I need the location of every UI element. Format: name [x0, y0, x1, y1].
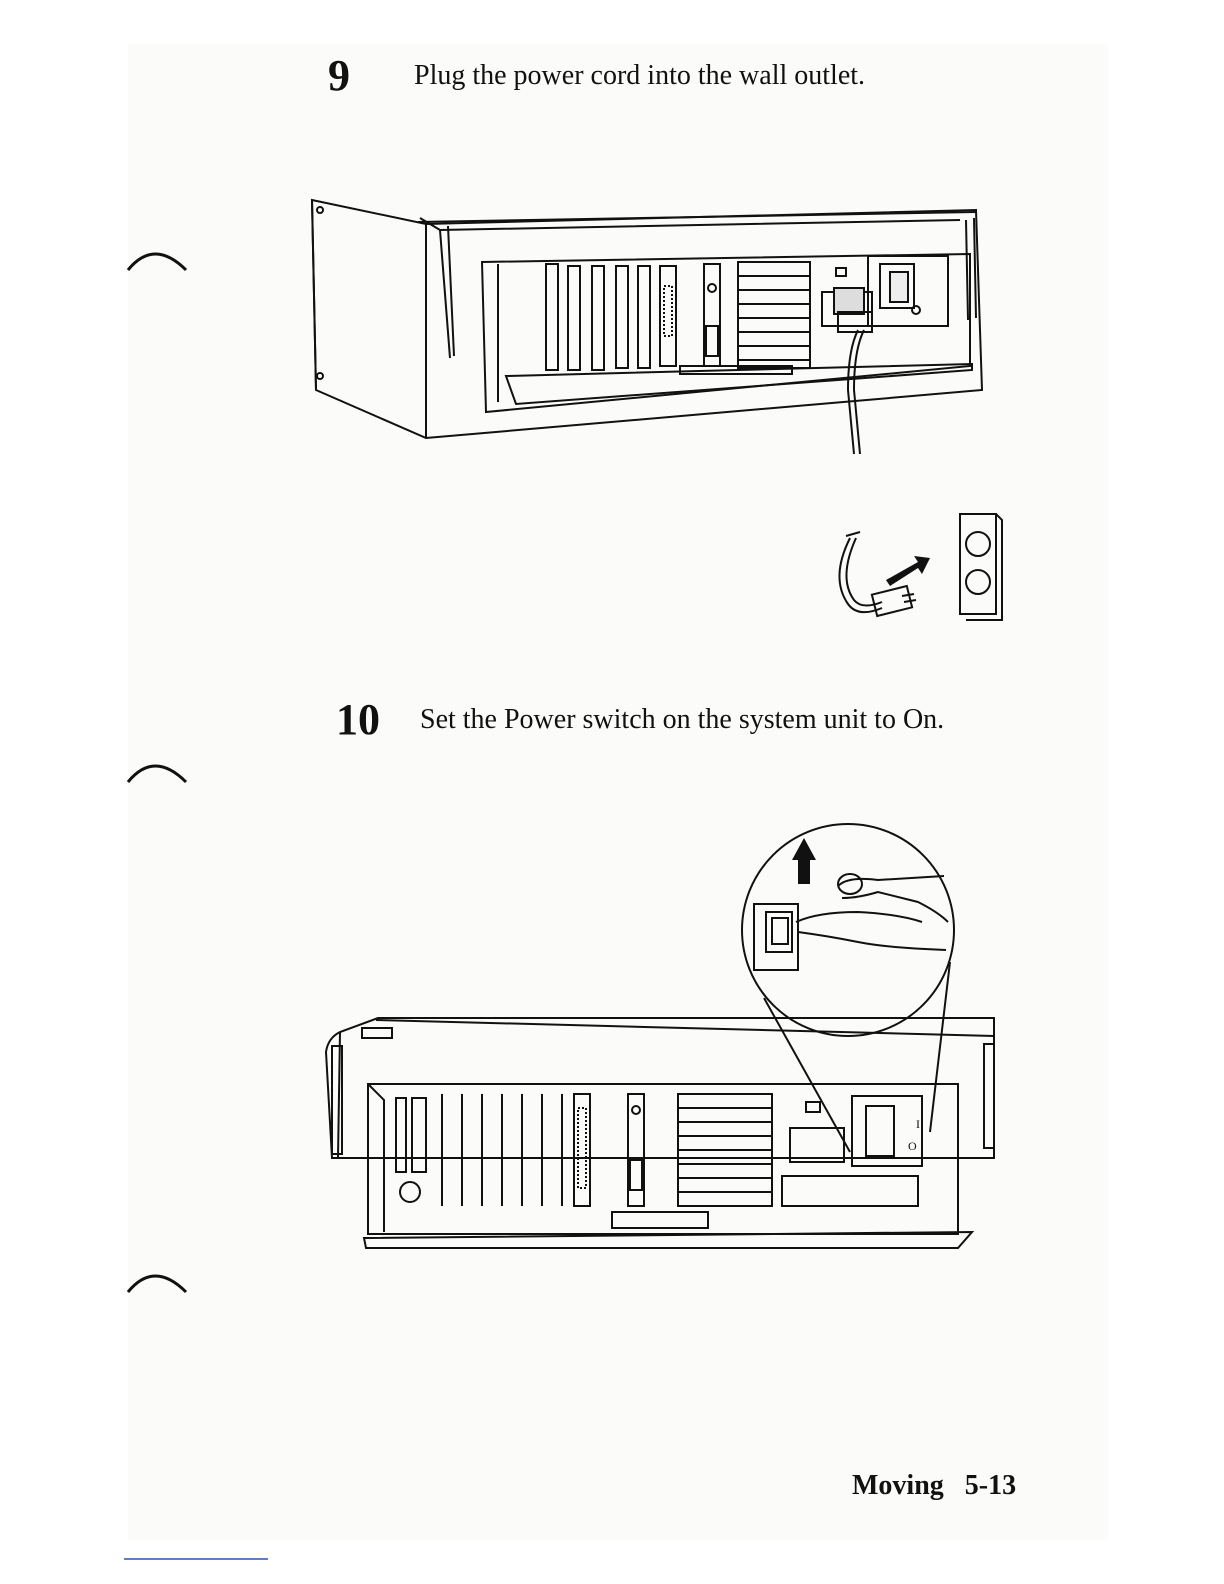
power-switch-illustration: I O [318, 812, 1008, 1262]
margin-arc-mark [124, 244, 190, 274]
page-footer: Moving 5-13 [852, 1470, 1016, 1502]
system-unit-rear-illustration [300, 190, 990, 465]
margin-arc-mark [124, 756, 190, 786]
footer-page-number: 5-13 [965, 1470, 1016, 1502]
step-instruction: Plug the power cord into the wall outlet… [414, 60, 865, 92]
bottom-rule [124, 1558, 268, 1560]
step-number: 10 [336, 694, 380, 745]
step-instruction: Set the Power switch on the system unit … [420, 704, 944, 736]
wall-outlet-illustration [826, 508, 1006, 624]
footer-section-title: Moving [852, 1470, 944, 1502]
switch-off-mark: O [908, 1139, 917, 1153]
switch-on-mark: I [916, 1117, 920, 1131]
step-number: 9 [328, 50, 350, 101]
margin-arc-mark [124, 1266, 190, 1296]
